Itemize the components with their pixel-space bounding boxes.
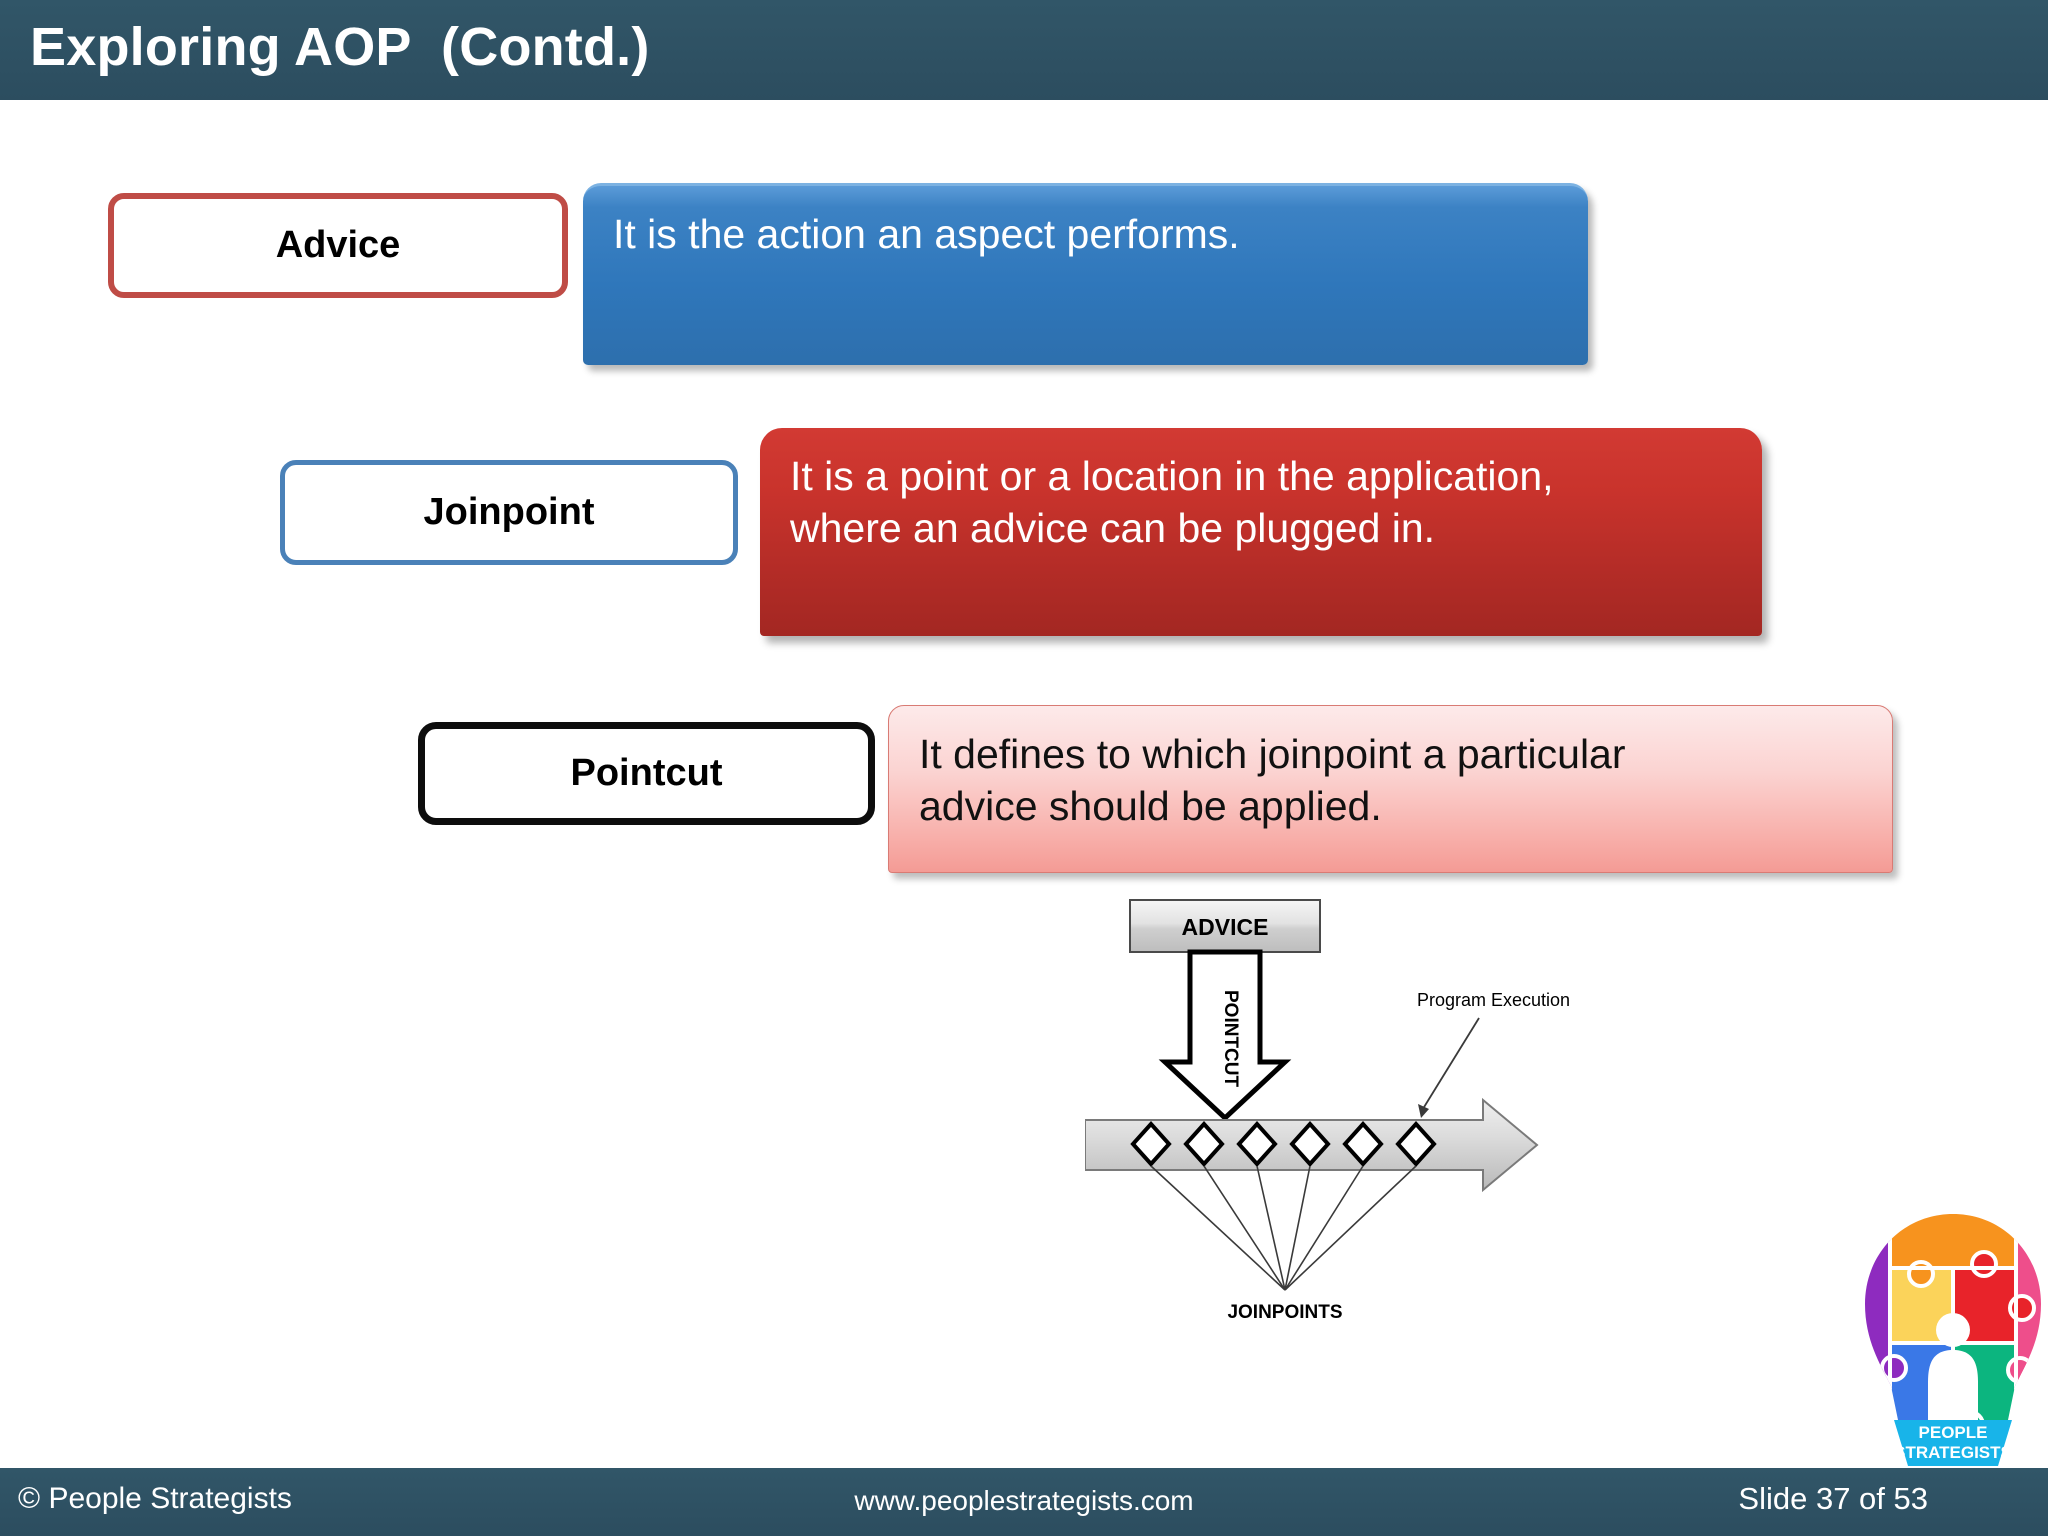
joinpoint-marker [1130, 1121, 1172, 1167]
description-line: It is the action an aspect performs. [613, 211, 1240, 257]
slide-footer-bar: © People Strategists www.peoplestrategis… [0, 1468, 2048, 1536]
slide-header-bar: Exploring AOP (Contd.) [0, 0, 2048, 100]
logo-bulb-puzzle [1865, 1214, 2041, 1420]
footer-website: www.peoplestrategists.com [854, 1485, 1194, 1516]
joinpoint-marker [1342, 1121, 1384, 1167]
description-line: It defines to which joinpoint a particul… [919, 731, 1626, 777]
description-line: It is a point or a location in the appli… [790, 453, 1554, 499]
advice-node-label: ADVICE [1182, 914, 1269, 940]
program-execution-label: Program Execution [1417, 990, 1570, 1010]
page-title: Exploring AOP (Contd.) [30, 17, 650, 77]
joinpoint-marker [1236, 1121, 1278, 1167]
term-label-joinpoint: Joinpoint [423, 491, 595, 533]
pointcut-arrow [1158, 949, 1292, 1122]
aop-diagram: ADVICE POINTCUT JOINPOINTS Program Execu… [1085, 890, 1585, 1350]
joinpoint-leader-lines [1150, 1165, 1417, 1291]
description-line: advice should be applied. [919, 783, 1382, 830]
term-label-advice: Advice [275, 224, 401, 266]
joinpoints-label: JOINPOINTS [1227, 1302, 1342, 1323]
program-execution-pointer [1420, 1017, 1480, 1113]
footer-copyright: © People Strategists [18, 1482, 292, 1515]
logo-person-body [1928, 1350, 1978, 1420]
people-strategists-logo: PEOPLE STRATEGISTS [1858, 1208, 2048, 1468]
logo-puzzle-knob [1880, 1354, 1908, 1382]
term-label-pointcut: Pointcut [570, 752, 723, 794]
description-box-joinpoint: It is a point or a location in the appli… [760, 428, 1762, 636]
advice-node [1129, 899, 1321, 953]
joinpoint-marker [1183, 1121, 1225, 1167]
logo-base [1894, 1420, 2012, 1466]
logo-puzzle-knob [1907, 1260, 1935, 1288]
program-execution-arrowhead [1418, 1104, 1429, 1118]
description-box-advice: It is the action an aspect performs. [583, 183, 1588, 365]
joinpoint-markers [1130, 1121, 1437, 1167]
term-box-advice: Advice [108, 193, 568, 298]
logo-text-line1: PEOPLE [1919, 1423, 1988, 1442]
joinpoint-marker [1395, 1121, 1437, 1167]
logo-text-line2: STRATEGISTS [1894, 1443, 2012, 1462]
joinpoint-marker [1289, 1121, 1331, 1167]
logo-person-head [1936, 1313, 1970, 1347]
logo-puzzle-knob [1970, 1250, 1998, 1278]
logo-piece-purple [1865, 1214, 1890, 1420]
pointcut-arrow-label: POINTCUT [1220, 990, 1241, 1088]
description-line: where an advice can be plugged in. [790, 505, 1436, 552]
term-box-pointcut: Pointcut [418, 722, 875, 825]
footer-slide-counter: Slide 37 of 53 [1738, 1481, 1928, 1516]
logo-puzzle-knob [2006, 1356, 2034, 1384]
description-box-pointcut: It defines to which joinpoint a particul… [888, 705, 1893, 873]
logo-piece-orange [1890, 1214, 2016, 1268]
logo-puzzle-knob [2008, 1294, 2036, 1322]
term-box-joinpoint: Joinpoint [280, 460, 738, 565]
